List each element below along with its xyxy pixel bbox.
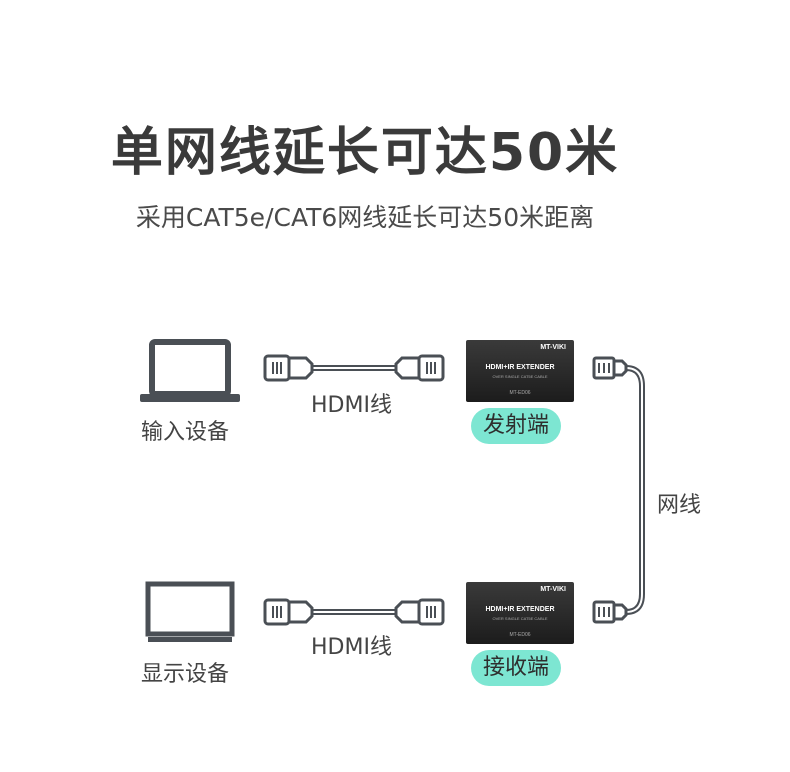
transmitter-foot: MT-ED06: [509, 390, 531, 396]
monitor-icon: [145, 581, 235, 642]
receiver-label: 接收端: [471, 650, 562, 686]
transmitter-sub: OVER SINGLE CAT5E CABLE: [492, 374, 548, 379]
receiver-foot: MT-ED06: [509, 632, 531, 638]
hdmi-cable-icon: [263, 354, 445, 382]
receiver-device: MT-VIKI HDMI+IR EXTENDER OVER SINGLE CAT…: [466, 582, 574, 644]
top-cable-label: HDMI线: [311, 393, 392, 418]
ethernet-cable-icon: [592, 356, 645, 624]
bottom-cable-label: HDMI线: [311, 635, 392, 660]
transmitter-brand: MT-VIKI: [540, 344, 566, 351]
transmitter-device: MT-VIKI HDMI+IR EXTENDER OVER SINGLE CAT…: [466, 340, 574, 402]
transmitter-label: 发射端: [471, 408, 562, 444]
input-device-label: 输入设备: [141, 420, 230, 445]
laptop-icon: [140, 339, 240, 402]
hdmi-cable-icon: [263, 598, 445, 626]
receiver-sub: OVER SINGLE CAT5E CABLE: [492, 616, 548, 621]
page-title: 单网线延长可达50米: [110, 123, 620, 183]
receiver-model: HDMI+IR EXTENDER: [485, 606, 555, 613]
display-device-label: 显示设备: [141, 662, 230, 687]
network-cable-label: 网线: [657, 493, 702, 518]
page-subtitle: 采用CAT5e/CAT6网线延长可达50米距离: [135, 203, 595, 232]
transmitter-model: HDMI+IR EXTENDER: [485, 364, 555, 371]
receiver-brand: MT-VIKI: [540, 586, 566, 593]
